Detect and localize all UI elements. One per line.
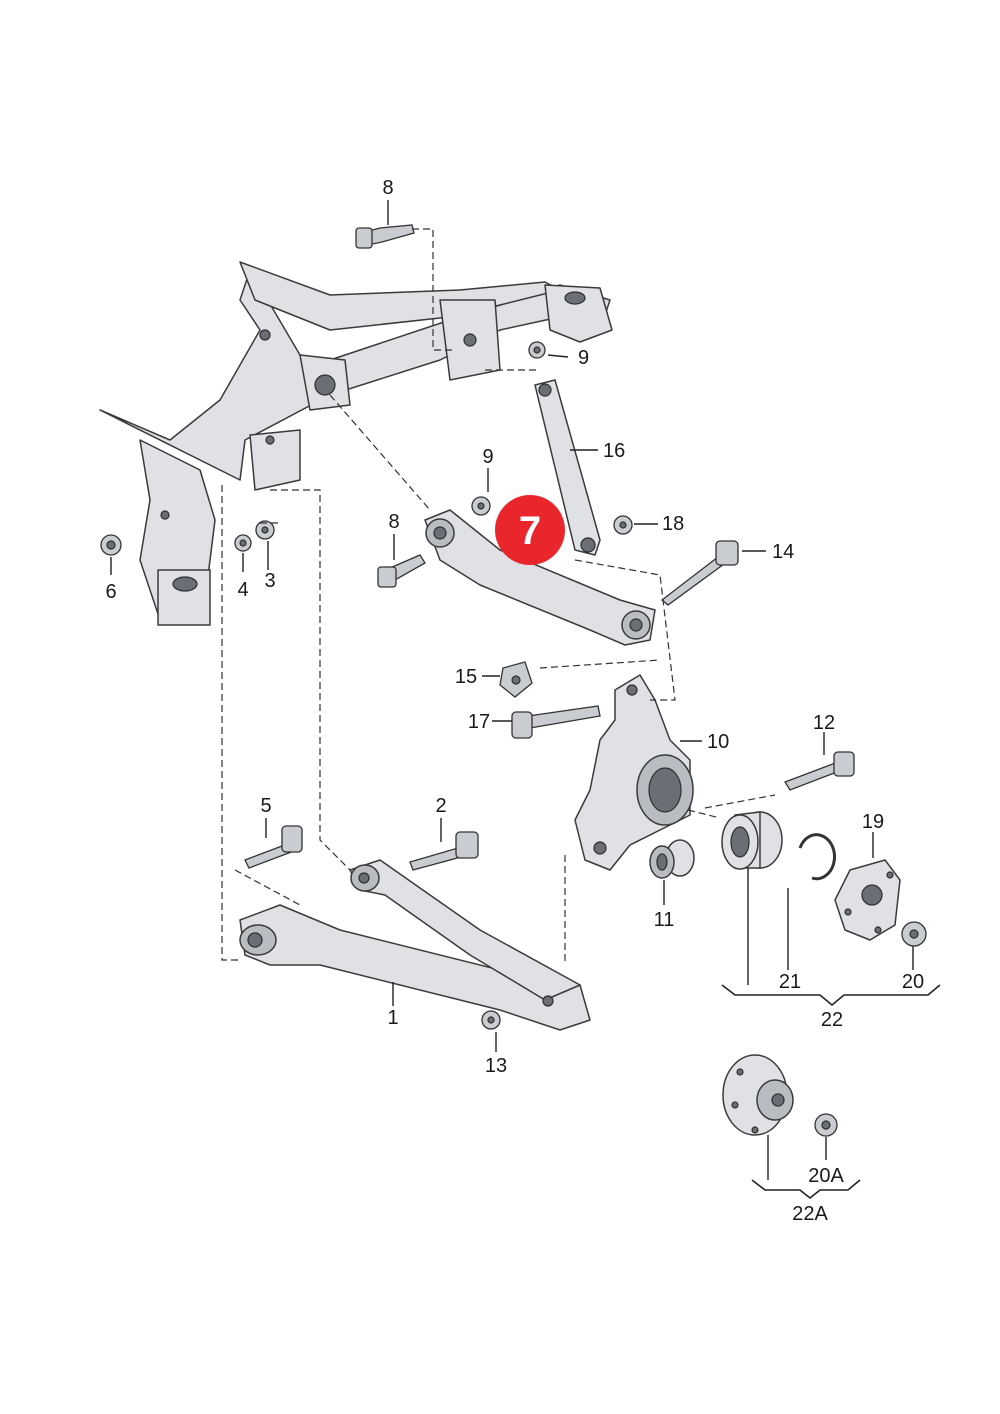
transverse-link-part-7 [424,509,656,646]
callout-16: 16 [603,440,625,462]
assembly-lines [221,228,776,965]
wheel-bearing-part-22 [721,811,783,870]
circlip-part-21 [798,833,836,881]
callout-2: 2 [435,795,446,817]
callout-21: 21 [779,971,801,993]
bracket-22a [751,1179,861,1200]
badge-circle [495,495,565,565]
callout-labels: 8 9 9 16 18 8 14 6 4 3 15 17 10 12 5 2 1… [105,177,924,1225]
callout-5: 5 [260,795,271,817]
callout-12: 12 [813,712,835,734]
callout-20: 20 [902,971,924,993]
callout-19: 19 [862,811,884,833]
callout-20a: 20A [808,1165,844,1187]
callout-8-top: 8 [382,177,393,199]
callout-6: 6 [105,581,116,603]
wheel-carrier-part-10 [574,674,694,871]
leader-lines [110,200,914,1180]
callout-22: 22 [821,1009,843,1031]
callout-1: 1 [387,1007,398,1029]
callout-9-mid: 9 [482,446,493,468]
lower-wishbone-part-1 [239,859,591,1031]
callout-13: 13 [485,1055,507,1077]
upper-link-part-16 [534,379,601,556]
callout-8-mid: 8 [388,511,399,533]
highlight-badge: 7 [495,495,565,565]
callout-9-top: 9 [578,347,589,369]
callout-22a: 22A [792,1203,828,1225]
callout-14: 14 [772,541,794,563]
callout-17: 17 [468,711,490,733]
bush-part-11 [649,839,695,879]
wheel-hub-part-19 [834,859,901,941]
wheel-hub-part-22a [722,1054,794,1136]
fasteners [100,224,927,1137]
callout-11: 11 [654,909,675,931]
callout-18: 18 [662,513,684,535]
callout-4: 4 [237,579,248,601]
rear-subframe [99,261,613,626]
callout-10: 10 [707,731,729,753]
callout-15: 15 [455,666,477,688]
callout-3: 3 [264,570,275,592]
badge-label: 7 [519,509,541,553]
bracket-22 [721,984,941,1007]
